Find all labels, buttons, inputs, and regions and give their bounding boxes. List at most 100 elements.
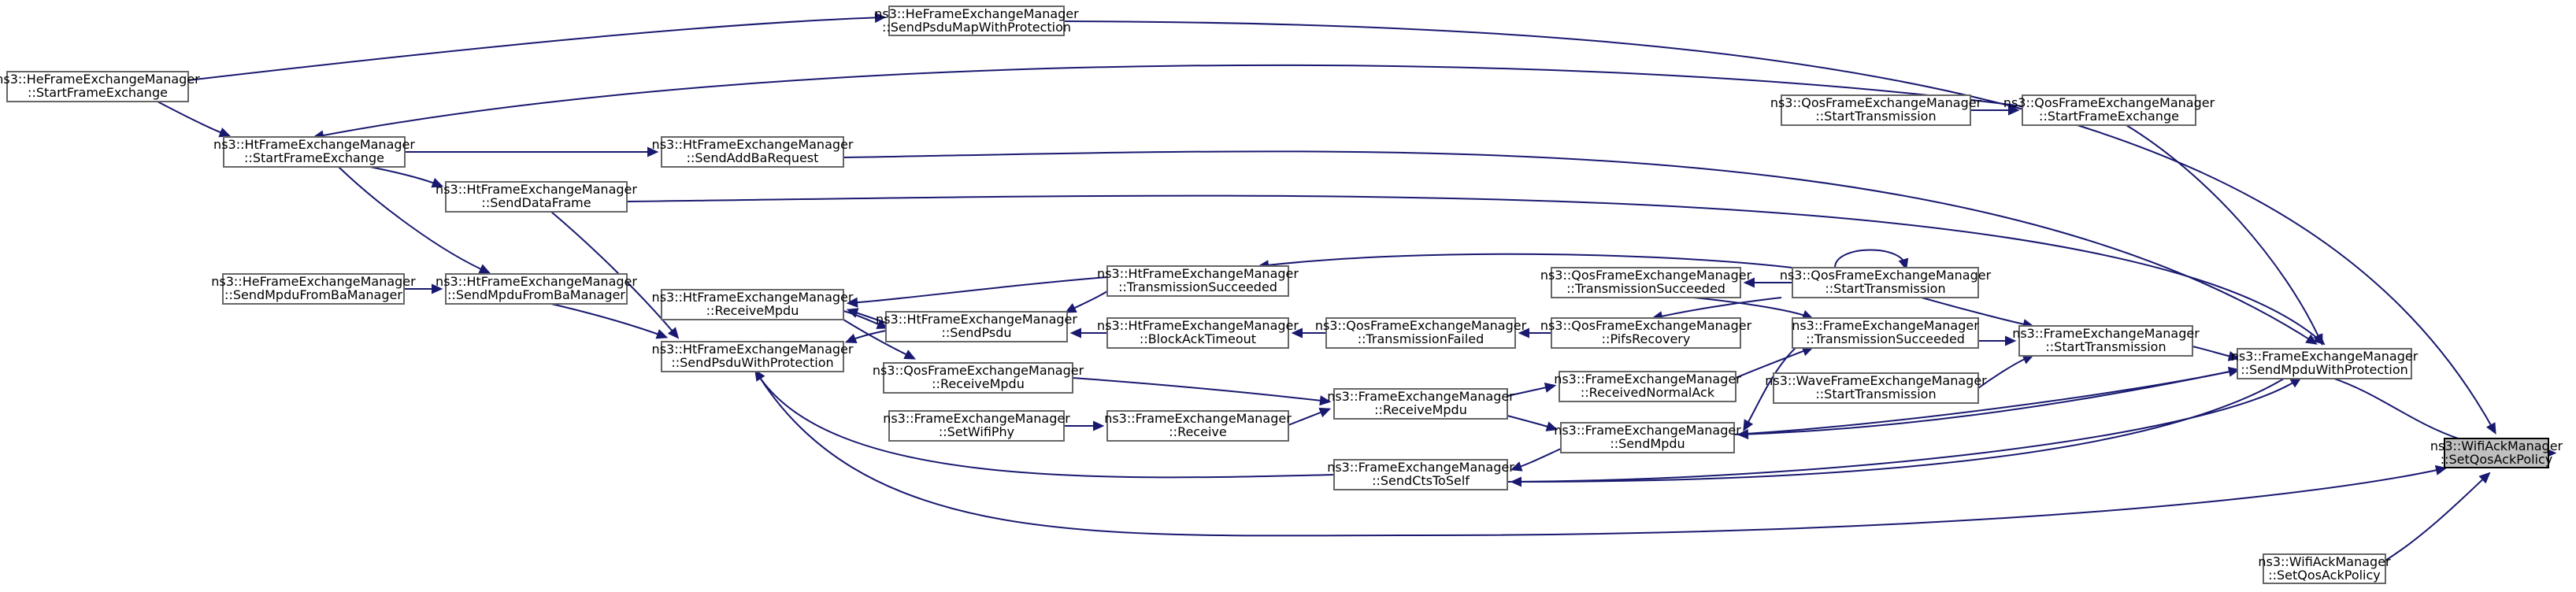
call-edge-n27-to-n21: [1692, 297, 1814, 320]
node-label-line1: ns3::FrameExchangeManager: [2231, 349, 2418, 364]
node-label-line2: ::BlockAckTimeout: [1140, 331, 1256, 346]
function-node[interactable]: ns3::HtFrameExchangeManager::BlockAckTim…: [1097, 317, 1299, 349]
function-node[interactable]: ns3::HtFrameExchangeManager::SendDataFra…: [436, 181, 637, 213]
call-edge-n11-to-n12: [157, 101, 232, 138]
edge-line: [2126, 124, 2322, 344]
function-node[interactable]: ns3::QosFrameExchangeManager::StartTrans…: [1770, 94, 1982, 126]
edge-arrowhead: [432, 283, 443, 294]
node-box: [1551, 267, 1741, 298]
edge-arrowhead: [1544, 382, 1557, 393]
edge-arrowhead: [667, 327, 680, 339]
node-label-line2: ::StartFrameExchange: [2039, 109, 2179, 124]
node-label-line1: ns3::FrameExchangeManager: [2012, 326, 2200, 341]
node-box: [222, 273, 405, 305]
edge-line: [1834, 249, 1907, 268]
function-node[interactable]: ns3::HtFrameExchangeManager::SendPsduWit…: [652, 341, 854, 372]
node-box: [2018, 325, 2193, 357]
node-label-line1: ns3::HtFrameExchangeManager: [652, 137, 854, 152]
node-label-line1: ns3::QosFrameExchangeManager: [1540, 268, 1752, 283]
node-label-line1: ns3::HeFrameExchangeManager: [874, 6, 1079, 21]
function-node[interactable]: ns3::WifiAckManager::SetQosAckPolicy: [2258, 553, 2391, 584]
edge-arrowhead: [2227, 351, 2241, 361]
node-label-line1: ns3::HtFrameExchangeManager: [436, 182, 637, 197]
function-node[interactable]: ns3::FrameExchangeManager::SendMpduWithP…: [2231, 348, 2418, 379]
function-node[interactable]: ns3::HeFrameExchangeManager::SendPsduMap…: [874, 6, 1079, 36]
edge-line: [848, 276, 1108, 304]
function-node[interactable]: ns3::FrameExchangeManager::StartTransmis…: [2012, 325, 2200, 357]
node-box: [1559, 371, 1736, 402]
edge-line: [369, 166, 442, 187]
node-box: [1792, 267, 1979, 298]
edge-line: [314, 64, 2023, 138]
node-box: [888, 410, 1065, 442]
edge-arrowhead: [431, 177, 444, 188]
edge-arrowhead: [1518, 327, 1529, 339]
edge-arrowhead: [1545, 421, 1559, 431]
node-box: [6, 71, 189, 102]
node-label-line2: ::SendPsdu: [941, 325, 1011, 340]
function-node[interactable]: ns3::FrameExchangeManager::ReceiveMpdu: [1327, 388, 1514, 420]
node-box: [1106, 410, 1289, 442]
edge-arrowhead: [2005, 335, 2017, 346]
node-box: [2022, 94, 2196, 126]
call-edge-n23-to-n22: [1507, 382, 1557, 397]
function-node[interactable]: ns3::HtFrameExchangeManager::SendMpduFro…: [436, 273, 637, 305]
function-node[interactable]: ns3::HtFrameExchangeManager::ReceiveMpdu: [652, 289, 854, 320]
edge-arrowhead: [1743, 277, 1755, 288]
edge-arrowhead: [1093, 420, 1105, 431]
function-node[interactable]: ns3::QosFrameExchangeManager::Transmissi…: [1540, 267, 1752, 298]
function-node[interactable]: ns3::HtFrameExchangeManager::StartFrameE…: [213, 136, 415, 168]
nodes-layer: ns3::WifiAckManager::SetQosAckPolicy ns3:…: [0, 6, 2563, 584]
node-label-line2: ::SendMpduWithProtection: [2241, 362, 2408, 377]
function-node[interactable]: ns3::FrameExchangeManager::SendCtsToSelf: [1327, 459, 1514, 490]
node-label-line2: ::SetQosAckPolicy: [2268, 568, 2381, 583]
function-node[interactable]: ns3::FrameExchangeManager::Receive: [1104, 410, 1292, 442]
edge-arrowhead: [874, 12, 887, 23]
call-edge-n28-to-n14: [1064, 290, 1108, 313]
node-label-line1: ns3::HtFrameExchangeManager: [1097, 318, 1299, 333]
edge-line: [157, 101, 229, 136]
node-box: [445, 273, 628, 305]
function-node[interactable]: ns3::FrameExchangeManager::TransmissionS…: [1792, 317, 1979, 349]
function-node[interactable]: ns3::HeFrameExchangeManager::SendMpduFro…: [211, 273, 416, 305]
node-box: [445, 181, 628, 213]
function-node[interactable]: ns3::HtFrameExchangeManager::SendPsdu: [876, 311, 1077, 342]
function-node[interactable]: ns3::HtFrameExchangeManager::Transmissio…: [1097, 265, 1299, 297]
edge-line: [550, 303, 666, 338]
call-edge-n8-to-n12: [312, 64, 2023, 141]
node-label-line2: ::TransmissionFailed: [1358, 331, 1484, 346]
function-node[interactable]: ns3::FrameExchangeManager::SendMpdu: [1554, 422, 1741, 453]
node-label-line2: ::SendPsduWithProtection: [671, 355, 833, 370]
function-node[interactable]: ns3::FrameExchangeManager::SetWifiPhy: [883, 410, 1070, 442]
call-edge-n4-to-n0: [2385, 472, 2491, 561]
call-edge-n8-to-n1: [2126, 124, 2323, 346]
node-label-line2: ::SendDataFrame: [481, 195, 591, 210]
edge-line: [1739, 369, 2238, 435]
edge-line: [338, 166, 489, 273]
function-node[interactable]: ns3::QosFrameExchangeManager::StartTrans…: [1780, 267, 1992, 298]
edge-arrowhead: [846, 297, 858, 308]
function-node[interactable]: ns3::FrameExchangeManager::ReceivedNorma…: [1554, 371, 1741, 402]
function-node[interactable]: ns3::QosFrameExchangeManager::StartFrame…: [2003, 94, 2215, 126]
node-label-line2: ::TransmissionSucceeded: [1118, 279, 1277, 294]
function-node[interactable]: ns3::HeFrameExchangeManager::StartFrameE…: [0, 71, 200, 102]
node-label-line1: ns3::HtFrameExchangeManager: [213, 137, 415, 152]
function-node[interactable]: ns3::QosFrameExchangeManager::ReceiveMpd…: [873, 362, 1084, 394]
edge-arrowhead: [876, 319, 889, 329]
call-edge-n3-to-n0: [755, 371, 2448, 537]
function-node[interactable]: ns3::QosFrameExchangeManager::Transmissi…: [1315, 317, 1527, 349]
function-node[interactable]: ns3::HtFrameExchangeManager::SendAddBaRe…: [652, 136, 854, 168]
edge-arrowhead: [1318, 407, 1332, 418]
node-label-line1: ns3::FrameExchangeManager: [883, 411, 1070, 426]
node-box: [661, 136, 844, 168]
call-edge-n21-to-n9: [1743, 347, 1796, 431]
edge-arrowhead: [1898, 257, 1909, 271]
function-node[interactable]: ns3::QosFrameExchangeManager::PifsRecove…: [1540, 317, 1752, 349]
node-box: [1325, 317, 1516, 349]
function-node[interactable]: ns3::WaveFrameExchangeManager::StartTran…: [1765, 372, 1987, 404]
node-label-line2: ::SendMpdu: [1610, 436, 1685, 451]
edge-arrowhead: [1743, 419, 1754, 431]
node-label-line1: ns3::FrameExchangeManager: [1327, 389, 1514, 404]
call-edge-n10-to-n3: [754, 369, 1335, 479]
call-edge-n26-to-n25: [1064, 420, 1105, 431]
